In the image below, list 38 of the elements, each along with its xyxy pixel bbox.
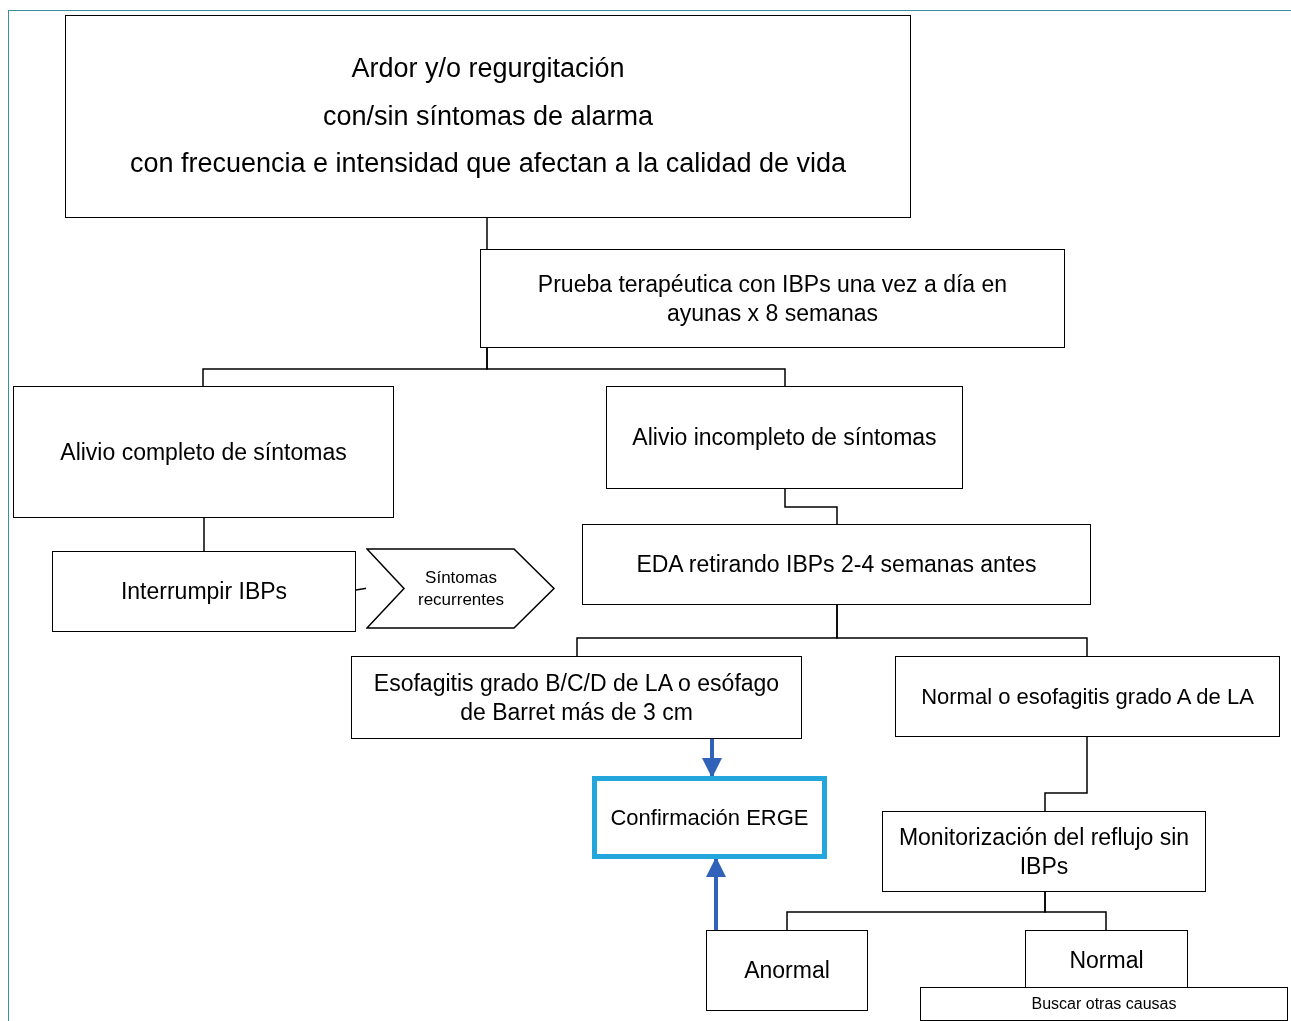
connector-line [486,347,786,387]
node-text: con frecuencia e intensidad que afectan a la calidad de vida [130,147,846,181]
node-text: Prueba terapéutica con IBPs una vez a día en ayunas x 8 semanas [536,269,1009,328]
outcome-box [606,386,963,489]
node-text: Buscar otras causas [1031,994,1177,1014]
node-text: Alivio incompleto de síntomas [632,423,937,452]
node-text: Confirmación ERGE [610,803,809,832]
node-text: Interrumpir IBPs [120,577,288,606]
result-box [706,930,868,1011]
connector-line [486,217,488,250]
process-box [882,811,1206,892]
connector-line [702,739,722,778]
process-box [582,524,1091,605]
note-box [920,987,1288,1021]
node-text: Ardor y/o regurgitación [351,51,625,85]
node-text: Normal o esofagitis grado A de LA [921,682,1254,711]
result-box [895,656,1280,737]
node-text: Síntomas recurrentes [417,567,505,610]
node-text: EDA retirando IBPs 2-4 semanas antes [636,550,1037,579]
connector-line [784,488,838,525]
result-box [1025,930,1188,990]
node-text: Anormal [744,956,830,985]
diagnosis-box [592,776,827,859]
connector-line [836,604,1088,657]
node-text: Monitorización del reflujo sin IBPs [897,822,1191,881]
connector-line [203,517,205,552]
connector-line [706,857,726,930]
process-box [480,249,1065,348]
node-text: Alivio completo de síntomas [60,437,347,467]
node-text: con/sin síntomas de alarma [322,99,654,133]
connector-line [1044,891,1107,931]
result-box [351,656,802,739]
outcome-box [13,386,394,518]
node-text: Esofagitis grado B/C/D de LA o esófago de Barret más de 3 cm [372,668,781,727]
node-text: Normal [1069,945,1144,975]
connector-line [1044,736,1088,812]
process-box [52,551,356,632]
process-box [65,15,911,218]
